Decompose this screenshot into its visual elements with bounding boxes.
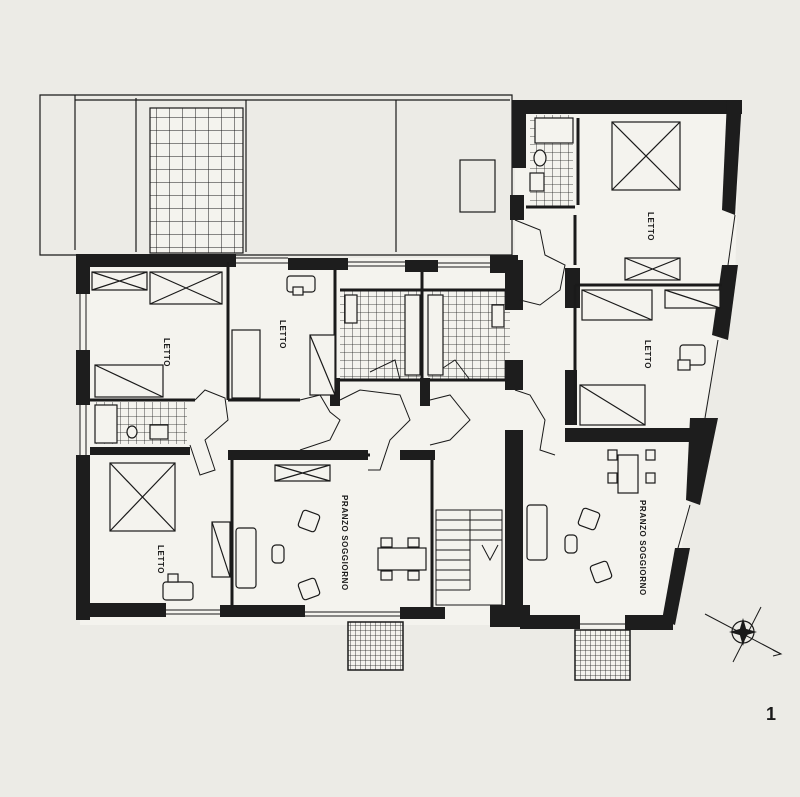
entrance-mat-e <box>574 629 631 681</box>
room-label-living-e: PRANZO SOGGIORNO <box>638 500 647 596</box>
dining-table-e <box>617 454 639 494</box>
beds <box>91 121 721 578</box>
bathroom-fixtures <box>94 117 574 444</box>
terrace <box>39 94 513 256</box>
room-label-bedroom-nw: LETTO <box>162 338 171 367</box>
furniture <box>162 275 706 601</box>
staircase <box>435 509 503 606</box>
room-label-bedroom-sw: LETTO <box>156 545 165 574</box>
entrance-mat-w <box>347 621 404 671</box>
sofa-e <box>526 504 548 561</box>
room-label-bedroom-e: LETTO <box>643 340 652 369</box>
room-label-bedroom-ne: LETTO <box>646 212 655 241</box>
room-label-living-w: PRANZO SOGGIORNO <box>340 495 349 591</box>
room-label-bedroom-n: LETTO <box>278 320 287 349</box>
figure-number: 1 <box>766 704 777 724</box>
dining-table-w <box>377 547 427 571</box>
door-swings <box>189 219 566 476</box>
windows <box>79 214 736 625</box>
bed-n-1 <box>231 329 261 399</box>
compass-rose-icon <box>704 606 783 663</box>
exterior-walls <box>76 100 742 630</box>
sofa-w <box>235 527 257 589</box>
